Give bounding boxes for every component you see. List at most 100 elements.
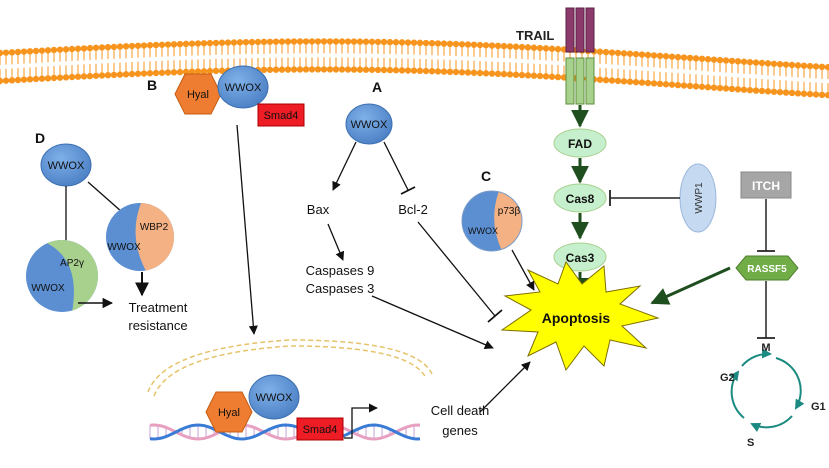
lipid-head [50,46,58,54]
lipid-head [698,55,706,62]
caspases3-label: Caspases 3 [306,281,375,296]
lipid-head [680,54,688,61]
lipid-head [422,67,430,75]
lipid-head [446,40,454,48]
lipid-head [662,81,670,88]
lipid-head [110,43,118,51]
lipid-head [128,70,136,78]
lipid-head [662,53,670,60]
lipid-head [308,38,316,45]
lipid-head [14,48,22,56]
lipid-head [212,39,220,47]
lipid-head [38,75,46,82]
lipid-head [206,67,214,75]
lipid-head [470,69,478,76]
lipid-head [26,48,34,55]
lipid-head [248,38,256,46]
lipid-head [494,42,502,50]
wwox-a-node [345,103,393,145]
lipid-head [512,71,520,78]
lipid-head [818,63,826,71]
lipid-head [2,77,10,84]
lipid-head [182,40,190,48]
lipid-head [554,45,562,53]
lipid-head [452,68,460,76]
lipid-head [170,69,178,76]
wwox-d2-label: WWOX [107,242,141,253]
arrow-p73-apoptosis [511,249,535,291]
lipid-head [734,86,742,93]
treatment-label-2: resistance [128,318,187,333]
lipid-head [104,71,112,79]
lipid-head [716,56,724,64]
lipid-head [236,39,244,46]
lipid-head [170,41,178,48]
lipid-head [380,38,388,46]
trail-receptor [565,7,595,105]
lipid-head [188,68,196,75]
lipid-head [392,67,400,74]
lipid-head [98,72,106,79]
arrow-smad4-genes [344,403,378,439]
cas8-label: Cas8 [566,192,595,206]
lipid-head [440,68,448,75]
lipid-head [698,83,706,90]
lipid-head [542,45,550,52]
arrow-wwox-bax [332,141,357,191]
lipid-head [548,73,556,80]
lipid-head [0,49,4,57]
lipid-head [452,40,460,48]
lipid-head [704,84,712,91]
lipid-head [692,83,700,90]
lipid-head [644,51,652,59]
lipid-head [416,67,424,75]
apoptosis-burst [500,260,660,372]
lipid-head [470,41,478,48]
celldeath-label-1: Cell death [431,403,490,418]
lipid-head [794,62,802,69]
lipid-head [404,67,412,74]
hyal-top-label: Hyal [187,89,209,101]
lipid-head [716,84,724,92]
lipid-head [434,68,442,75]
lipid-head [8,77,16,84]
lipid-head [26,76,34,83]
lipid-head [656,80,664,88]
lipid-head [20,76,28,83]
lipid-head [296,38,304,45]
lipid-head [482,70,490,77]
lipid-head [122,71,130,78]
wwox-p73-complex [462,191,522,251]
lipid-head [176,40,184,48]
lipid-head [284,38,292,45]
lipid-head [332,66,340,73]
lipid-head [86,72,94,80]
ap2g-label: AP2γ [60,258,84,269]
lipid-head [446,68,454,76]
lipid-head [722,57,730,64]
lipid-head [428,67,436,75]
lipid-head [260,38,268,46]
wwox-nuclear-node [248,374,300,420]
lipid-head [500,70,508,78]
lipid-head [338,38,346,45]
lipid-head [212,67,220,75]
lipid-head [458,69,466,76]
lipid-head [512,43,520,50]
panel-b-label: B [147,77,157,93]
lipid-head [554,73,562,81]
lipid-head [638,51,646,58]
lipid-head [758,59,766,67]
lipid-head [482,42,490,49]
lipid-head [650,80,658,87]
lipid-head [86,44,94,52]
lipid-head [704,56,712,63]
lipid-head [788,61,796,69]
wwox-d3-label: WWOX [31,283,65,294]
lipid-head [344,66,352,73]
lipid-head [326,66,334,73]
lipid-head [92,72,100,79]
lipid-head [776,88,784,96]
lipid-head [80,45,88,52]
